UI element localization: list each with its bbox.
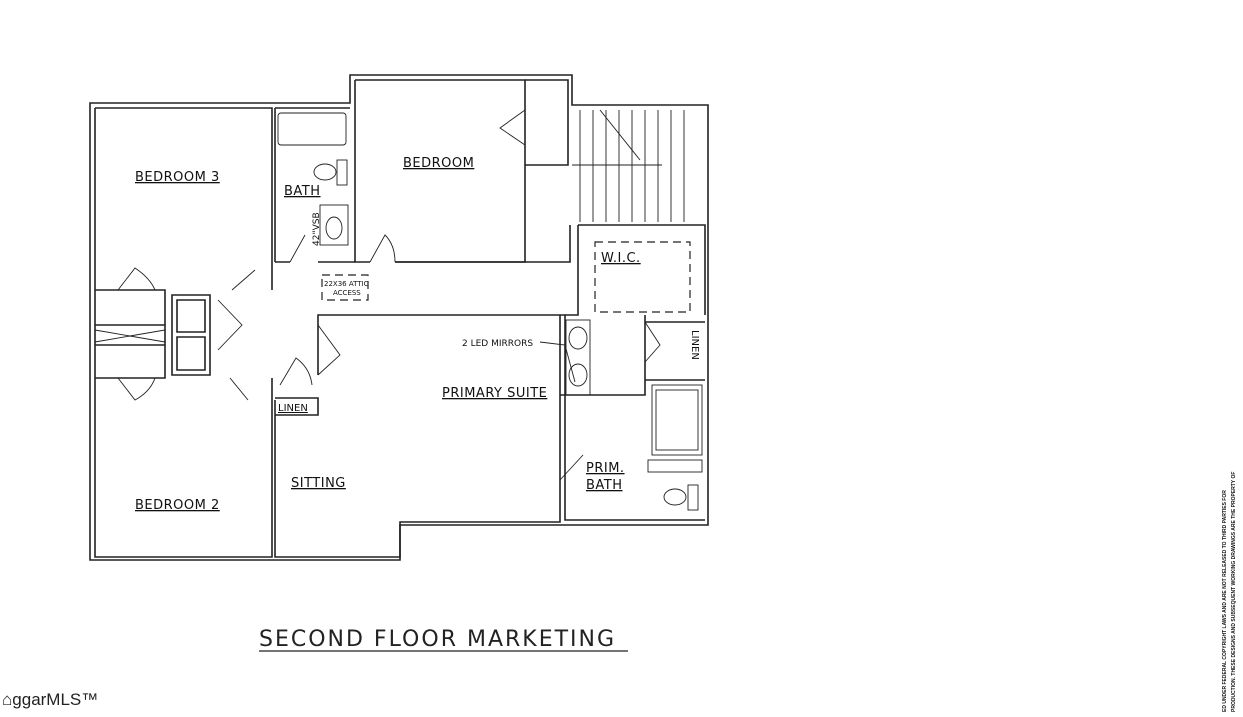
- fixtures: [277, 112, 703, 511]
- attic-access: [321, 274, 369, 301]
- label-prim-bath-2: BATH: [586, 478, 623, 493]
- label-vanity: 42"VSB: [312, 212, 322, 246]
- plan-title: SECOND FLOOR MARKETING: [259, 627, 616, 652]
- doors: [117, 109, 661, 481]
- label-sitting: SITTING: [291, 476, 346, 491]
- copyright-line-2: PRODUCTION. THESE DESIGNS AND SUBSEQUENT…: [1231, 472, 1237, 712]
- label-bedroom-3: BEDROOM 3: [135, 170, 220, 185]
- label-bath: BATH: [284, 184, 321, 199]
- logo: ⌂ggarMLS™: [2, 690, 99, 709]
- house-icon: ⌂: [2, 690, 13, 709]
- label-primary-suite: PRIMARY SUITE: [442, 386, 547, 401]
- label-linen-left: LINEN: [278, 403, 308, 414]
- label-attic-access: ACCESS: [333, 289, 361, 297]
- copyright-line-1: ED UNDER FEDERAL COPYRIGHT LAWS AND ARE …: [1222, 490, 1228, 712]
- label-bedroom-2: BEDROOM 2: [135, 498, 220, 513]
- stairs: [572, 109, 685, 222]
- label-linen-right: LINEN: [689, 330, 700, 360]
- linen-shelf: [94, 329, 166, 343]
- label-led-mirrors: 2 LED MIRRORS: [462, 339, 533, 349]
- label-prim-bath-1: PRIM.: [586, 461, 625, 476]
- label-attic: 22X36 ATTIC: [324, 280, 369, 288]
- label-wic: W.I.C.: [601, 251, 641, 266]
- wic-shelving: [594, 241, 691, 313]
- label-bedroom: BEDROOM: [403, 156, 474, 171]
- exterior-walls: [89, 74, 709, 561]
